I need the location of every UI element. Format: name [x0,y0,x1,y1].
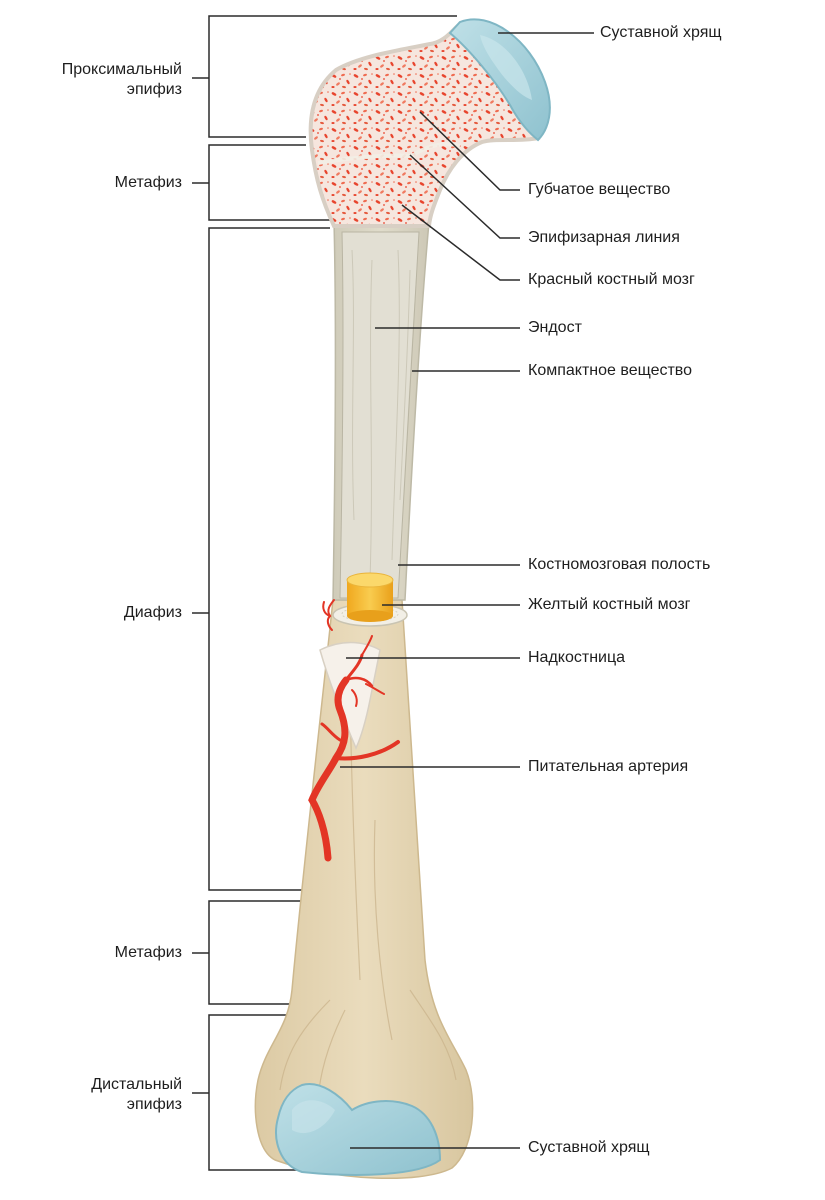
spongy-bone [308,21,541,228]
label-yellow-marrow: Желтый костный мозг [528,596,691,613]
label-articular-cartilage-top: Суставной хрящ [600,24,722,41]
label-diaphysis: Диафиз [123,604,182,621]
cartilage-top-highlight [480,35,532,100]
left-brackets [192,15,457,1171]
label-red-marrow: Красный костный мозг [528,271,695,288]
label-metaphysis-top: Метафиз [114,174,182,191]
cartilage-top [448,18,551,142]
label-nutrient-artery: Питательная артерия [528,758,689,775]
label-articular-cartilage-bottom: Суставной хрящ [528,1139,650,1156]
label-endosteum: Эндост [528,319,582,336]
label-distal-epiphysis: Дистальный эпифиз [91,1075,182,1115]
label-medullary-cavity: Костномозговая полость [528,556,711,573]
label-proximal-epiphysis: Проксимальный эпифиз [62,60,182,100]
distal-bone [254,599,474,1180]
artery-branch-top [322,599,335,631]
label-epiphyseal-line: Эпифизарная линия [528,229,680,246]
label-periosteum: Надкостница [528,649,626,666]
label-compact-bone: Компактное вещество [528,362,693,379]
distal-texture [279,699,457,1101]
nutrient-artery [308,635,400,862]
cartilage-bottom-highlight [292,1100,335,1134]
label-proximal-epiphysis-line2: эпифиз [126,81,182,98]
label-distal-epiphysis-line1: Дистальный [91,1076,182,1093]
cavity-texture [351,249,411,581]
yellow-marrow [346,572,394,622]
label-spongy-bone: Губчатое вещество [528,181,671,198]
label-proximal-epiphysis-line1: Проксимальный [61,61,182,78]
label-distal-epiphysis-line2: эпифиз [126,1096,182,1113]
label-metaphysis-bottom: Метафиз [114,944,182,961]
right-leaders [340,32,594,1149]
